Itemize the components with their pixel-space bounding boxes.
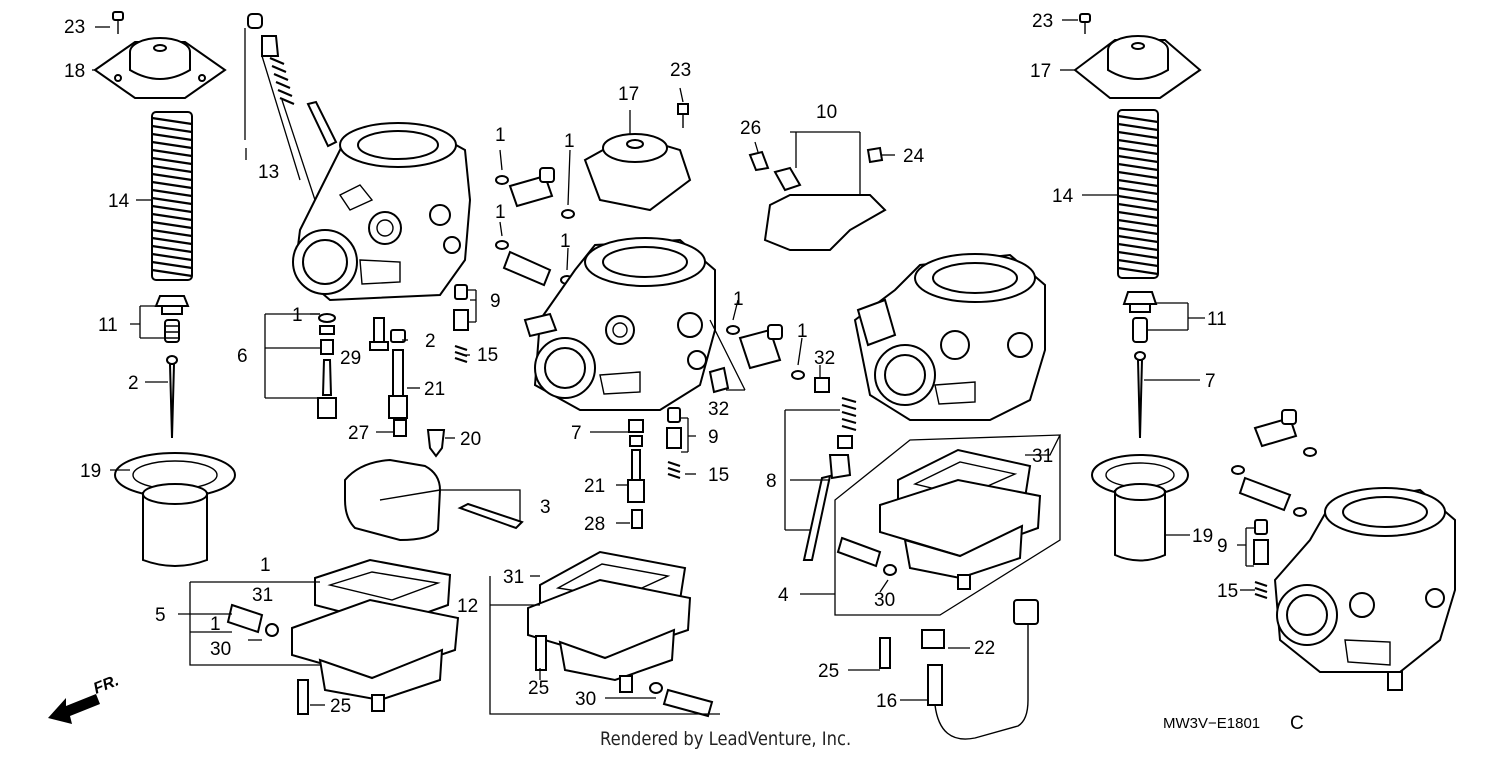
- top-cap-right: [1073, 13, 1202, 99]
- float-left: [344, 458, 524, 542]
- callout-label: 23: [1032, 11, 1053, 32]
- carburetor-center: [523, 237, 716, 411]
- callout-label: 32: [708, 399, 729, 420]
- callout-label: 21: [424, 379, 445, 400]
- direction-label: FR.: [91, 672, 121, 697]
- render-credit: Rendered by LeadVenture, Inc.: [600, 728, 852, 750]
- spring-right: [1117, 109, 1159, 279]
- needle-holder-left: [154, 295, 190, 439]
- callout-label: 28: [584, 514, 605, 535]
- callout-label: 6: [237, 346, 248, 367]
- jet-group-center: [627, 366, 730, 529]
- callout-label: 30: [575, 689, 596, 710]
- callout-label: 24: [903, 146, 925, 167]
- callout-label: 20: [460, 429, 481, 450]
- callout-label: 19: [80, 461, 101, 482]
- callout-label: 5: [155, 605, 166, 626]
- carburetor-far-right: [1273, 487, 1456, 691]
- callout-label: 12: [457, 596, 478, 617]
- callout-label: 23: [670, 60, 691, 81]
- callout-label: 13: [258, 162, 279, 183]
- fuel-joint-right: [726, 324, 830, 393]
- carburetor-left: [292, 122, 472, 302]
- callout-label: 1: [210, 614, 221, 635]
- carburetor-right-center: [853, 253, 1046, 421]
- callout-label: 15: [1217, 581, 1238, 602]
- callout-label: 16: [876, 691, 897, 712]
- callout-label: 4: [778, 585, 789, 606]
- callout-label: 29: [340, 348, 361, 369]
- diagram-code-suffix: C: [1290, 713, 1304, 734]
- callout-label: 26: [740, 118, 761, 139]
- callout-label: 30: [874, 590, 895, 611]
- float-chamber-right: [836, 448, 1042, 590]
- leader-lines: [92, 19, 1255, 715]
- callout-label: 1: [495, 202, 506, 223]
- callout-label: 25: [818, 661, 839, 682]
- callout-label: 7: [1205, 371, 1216, 392]
- callout-label: 1: [560, 231, 571, 252]
- callout-label: 25: [330, 696, 351, 717]
- sensor-cable: [879, 599, 1039, 740]
- callout-label: 23: [64, 17, 85, 38]
- fuel-pipe-center: [495, 167, 575, 287]
- fuel-pipe-far-right: [1231, 409, 1317, 517]
- callout-label: 18: [64, 61, 85, 82]
- callout-label: 11: [1207, 309, 1227, 330]
- float-valve-group: [802, 396, 857, 561]
- callout-label: 10: [816, 102, 837, 123]
- callout-label: 15: [477, 345, 498, 366]
- callout-label: 32: [814, 348, 835, 369]
- front-direction-arrow: FR.: [48, 672, 121, 724]
- throttle-stop-parts: [244, 13, 338, 201]
- callout-label: 2: [425, 331, 436, 352]
- callout-label: 17: [618, 84, 639, 105]
- callout-label: 9: [490, 291, 501, 312]
- callout-label: 17: [1030, 61, 1051, 82]
- bracket-group: [748, 146, 887, 251]
- top-cap-center: [583, 103, 692, 212]
- screw-part: [112, 11, 124, 34]
- callout-label: 8: [766, 471, 777, 492]
- needle-holder-right: [1122, 291, 1158, 439]
- pilot-jet-group-left: [317, 284, 469, 458]
- callout-label: 9: [1217, 536, 1228, 557]
- callout-label: 19: [1192, 526, 1213, 547]
- callout-label: 30: [210, 639, 231, 660]
- callout-label: 1: [260, 555, 271, 576]
- callout-label: 1: [495, 125, 506, 146]
- callout-label: 1: [292, 305, 303, 326]
- callout-label: 14: [1052, 186, 1074, 207]
- callout-label: 9: [708, 427, 719, 448]
- callout-label: 31: [252, 585, 273, 606]
- callout-label: 14: [108, 191, 130, 212]
- callout-label: 1: [564, 131, 575, 152]
- callout-labels: 23 18 13 14 11 2 19 1 6 29 2 9 15 21 27 …: [64, 11, 1238, 717]
- callout-label: 1: [733, 289, 744, 310]
- callout-label: 7: [571, 423, 582, 444]
- float-chamber-center: [527, 550, 714, 718]
- callout-label: 31: [503, 567, 524, 588]
- callout-label: 15: [708, 465, 729, 486]
- jet-group-far-right: [1253, 519, 1269, 600]
- callout-label: 21: [584, 476, 605, 497]
- callout-label: 25: [528, 678, 549, 699]
- callout-label: 11: [98, 315, 118, 336]
- top-cap-left: [93, 37, 227, 99]
- float-chamber-left: [226, 558, 460, 715]
- diaphragm-right: [1091, 454, 1189, 562]
- callout-label: 31: [1032, 446, 1053, 467]
- callout-label: 2: [128, 373, 139, 394]
- spring-left: [151, 111, 193, 281]
- diaphragm-left: [114, 452, 236, 567]
- callout-label: 22: [974, 638, 995, 659]
- callout-label: 3: [540, 497, 551, 518]
- diagram-code: MW3V−E1801 C: [1163, 713, 1304, 734]
- callout-label: 1: [797, 321, 808, 342]
- diagram-code-text: MW3V−E1801: [1163, 715, 1260, 732]
- callout-label: 27: [348, 423, 369, 444]
